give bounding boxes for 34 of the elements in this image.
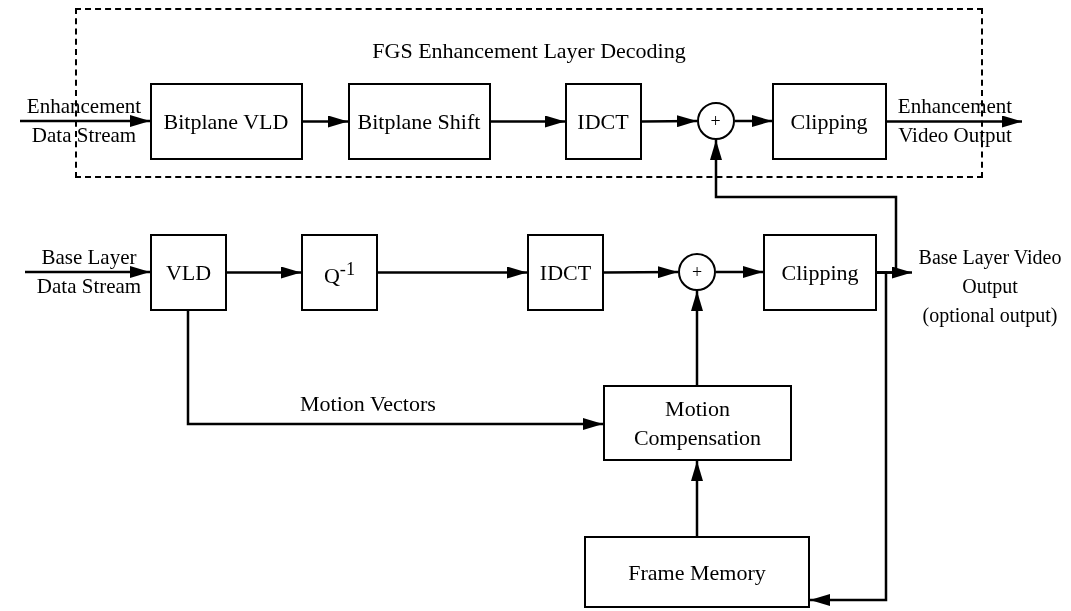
process-box: Bitplane Shift xyxy=(347,82,491,160)
summing-junction: + xyxy=(696,101,735,140)
arrow xyxy=(642,115,697,128)
process-box: Motion Compensation xyxy=(603,385,792,461)
group-title: FGS Enhancement Layer Decoding xyxy=(371,37,687,65)
process-box: IDCT xyxy=(527,234,604,311)
process-box: Clipping xyxy=(771,82,887,160)
process-box: IDCT xyxy=(564,82,642,160)
arrow xyxy=(887,115,1022,128)
arrow xyxy=(691,291,703,385)
arrow xyxy=(604,266,678,279)
arrow xyxy=(710,140,898,274)
arrow xyxy=(378,266,527,279)
process-box: Bitplane VLD xyxy=(149,82,303,160)
signal-label: Enhancement Video Output xyxy=(888,92,1022,150)
arrow xyxy=(491,115,565,128)
signal-label: Base Layer Video Output xyxy=(917,245,1063,300)
process-box: Frame Memory xyxy=(584,536,810,608)
summing-junction: + xyxy=(678,253,716,291)
arrow xyxy=(227,266,301,279)
arrow xyxy=(716,266,763,278)
arrow xyxy=(735,115,772,127)
arrow xyxy=(186,311,603,430)
process-box: VLD xyxy=(150,234,227,311)
arrow xyxy=(20,115,150,127)
arrow xyxy=(810,271,888,606)
signal-label: Enhancement Data Stream xyxy=(20,92,148,150)
process-box: Q$^{-1}$ xyxy=(301,234,378,311)
arrow xyxy=(25,266,150,278)
signal-label: Base Layer Data Stream xyxy=(25,243,153,301)
arrow xyxy=(691,461,703,536)
arrow xyxy=(303,115,348,128)
signal-label: (optional output) xyxy=(921,303,1059,329)
process-box: Clipping xyxy=(763,234,877,311)
